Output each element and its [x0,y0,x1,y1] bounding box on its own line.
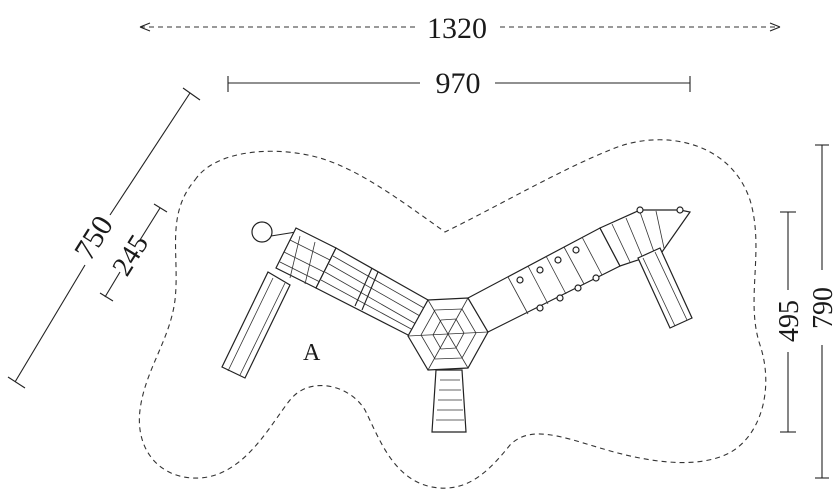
dim-text-1320: 1320 [427,12,487,45]
dim-text-495: 495 [774,300,805,342]
left-slide [221,271,291,379]
safety-zone-outline [138,139,767,489]
dimension-diagonal: 750 245 [7,87,201,389]
dimension-overall-width: 1320 [139,12,781,45]
left-platform [251,221,337,289]
bottom-ladder [431,369,467,433]
dimension-structure-width: 970 [227,67,691,100]
dim-text-970: 970 [436,67,481,100]
right-bridge [467,227,621,333]
right-slide [637,247,693,329]
dim-text-790: 790 [808,287,835,329]
left-bridge [315,247,429,337]
dimension-heights: 495 790 [774,144,835,479]
zone-label-a: A [303,340,321,366]
right-tower [599,206,692,267]
